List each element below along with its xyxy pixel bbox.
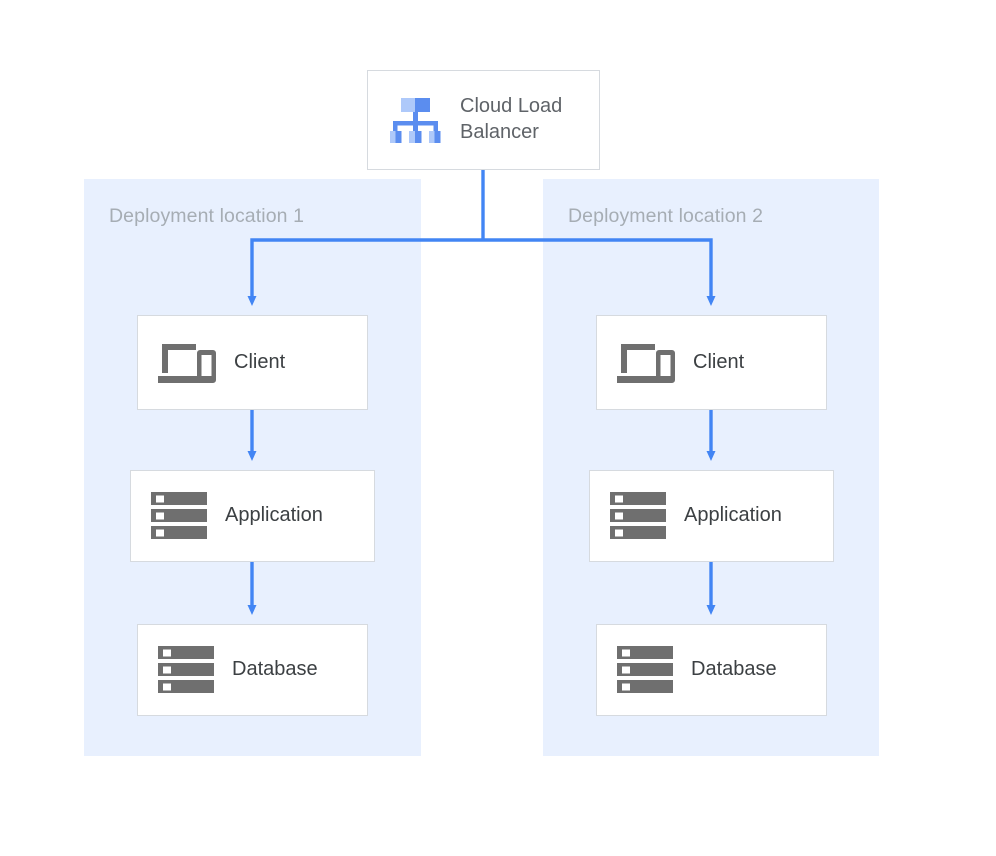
load-balancer-icon: [390, 98, 441, 143]
node-application-1-label: Application: [225, 504, 323, 527]
server-icon: [158, 646, 214, 693]
server-icon: [151, 492, 207, 539]
deployment-region-1-label: Deployment location 1: [109, 205, 305, 227]
node-client-1-label: Client: [234, 350, 286, 373]
node-application-2-label: Application: [684, 504, 782, 527]
node-database-2-label: Database: [691, 658, 777, 681]
node-database-1[interactable]: Database: [137, 624, 368, 716]
devices-icon: [617, 343, 675, 383]
server-icon: [617, 646, 673, 693]
node-database-2[interactable]: Database: [596, 624, 827, 716]
devices-icon: [158, 343, 216, 383]
deployment-region-2-label: Deployment location 2: [568, 205, 764, 227]
node-client-1[interactable]: Client: [137, 315, 368, 410]
node-client-2[interactable]: Client: [596, 315, 827, 410]
node-database-1-label: Database: [232, 658, 318, 681]
node-cloud-load-balancer[interactable]: Cloud Load Balancer: [367, 70, 600, 170]
node-application-2[interactable]: Application: [589, 470, 834, 562]
node-application-1[interactable]: Application: [130, 470, 375, 562]
node-client-2-label: Client: [693, 350, 745, 373]
node-cloud-load-balancer-label: Cloud Load Balancer: [460, 95, 563, 143]
server-icon: [610, 492, 666, 539]
